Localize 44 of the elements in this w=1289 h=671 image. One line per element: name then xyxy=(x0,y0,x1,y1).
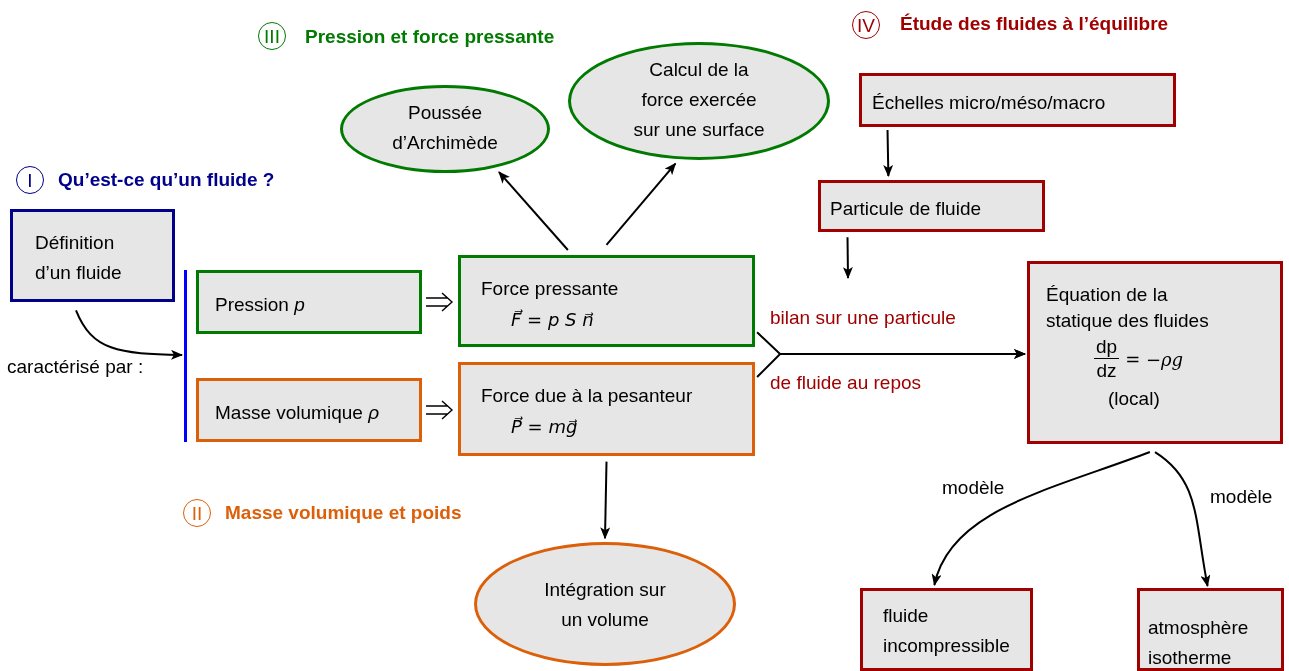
formula: P⃗ = mg⃗ xyxy=(511,415,578,439)
process-box xyxy=(860,588,1033,671)
section-heading: Qu’est-ce qu’un fluide ? xyxy=(58,168,275,192)
node-text: Particule de fluide xyxy=(830,197,983,221)
node-text: fluide incompressible xyxy=(883,604,1011,658)
arrow xyxy=(497,171,569,252)
arrow xyxy=(1154,451,1211,587)
node-text: Pression p xyxy=(215,293,306,317)
fraction-numerator: dp xyxy=(1094,336,1120,359)
section-heading: Masse volumique et poids xyxy=(225,501,462,525)
arrow xyxy=(75,309,183,360)
process-box xyxy=(196,270,422,334)
node-text: Force pressante xyxy=(481,277,620,301)
node-text: Force due à la pesanteur xyxy=(481,384,694,408)
node-note: (local) xyxy=(1108,387,1160,411)
node-text: Calcul de la force exercée sur une surface xyxy=(632,58,766,142)
arrow xyxy=(932,451,1151,586)
process-box xyxy=(196,378,422,442)
fraction-denominator: dz xyxy=(1096,359,1117,383)
section-heading: Étude des fluides à l’équilibre xyxy=(900,12,1169,36)
arrow xyxy=(842,236,853,279)
process-box xyxy=(1027,261,1283,444)
node-text: Poussée d’Archimède xyxy=(392,101,498,155)
process-box xyxy=(10,209,175,302)
implies-arrow xyxy=(425,400,454,420)
process-box xyxy=(859,73,1176,127)
node-text: Définition d’un fluide xyxy=(35,231,123,285)
arrow xyxy=(600,460,611,540)
arrow xyxy=(605,162,677,246)
node-text: Échelles micro/méso/macro xyxy=(872,91,1107,115)
process-box xyxy=(1137,588,1284,671)
process-box xyxy=(458,362,755,456)
implies-arrow xyxy=(425,292,454,312)
node-text: atmosphère isotherme xyxy=(1148,616,1250,670)
arrow xyxy=(756,348,1026,379)
equation-rhs: = −ρg xyxy=(1125,348,1184,372)
node-text: Masse volumique ρ xyxy=(215,401,380,425)
process-box xyxy=(818,180,1045,232)
section-heading: Pression et force pressante xyxy=(305,25,555,49)
node-text: Intégration sur un volume xyxy=(543,578,667,632)
arrow xyxy=(883,128,894,177)
formula: F⃗ = p S n⃗ xyxy=(511,308,594,332)
bracket-bar xyxy=(184,270,187,442)
process-box xyxy=(458,255,755,347)
